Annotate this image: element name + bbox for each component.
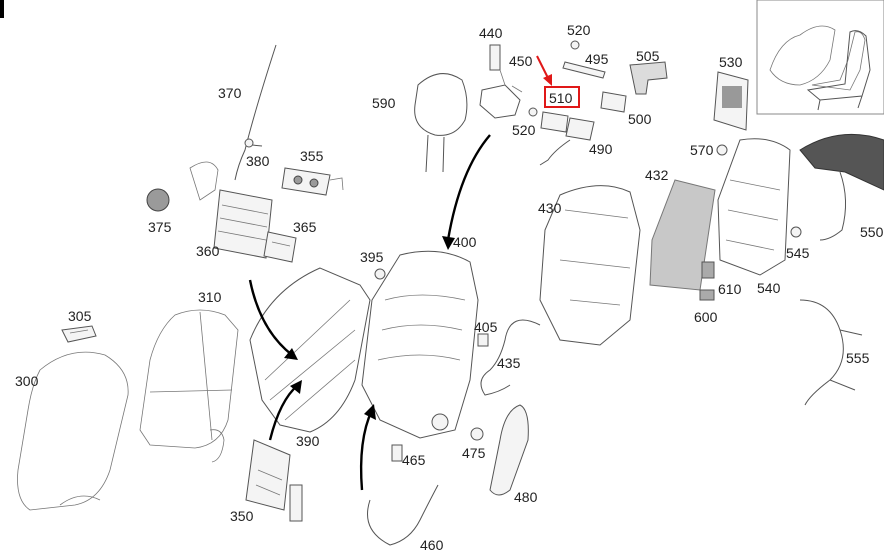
part-530-panel[interactable] <box>713 71 749 131</box>
label-310: 310 <box>198 289 222 305</box>
label-400: 400 <box>453 234 477 250</box>
part-405-connector[interactable] <box>477 333 489 347</box>
part-400-backrest-frame[interactable] <box>361 250 479 439</box>
part-350-seat-pan[interactable] <box>245 439 303 522</box>
label-545: 545 <box>786 245 810 261</box>
part-500-bezel[interactable] <box>600 91 627 113</box>
label-435: 435 <box>497 355 521 371</box>
part-600-connector[interactable] <box>699 289 715 301</box>
part-460-harness[interactable] <box>367 484 439 546</box>
part-520b-screw[interactable] <box>528 107 538 117</box>
label-570: 570 <box>690 142 714 158</box>
label-520-bottom: 520 <box>512 122 536 138</box>
label-300: 300 <box>15 373 39 389</box>
label-495: 495 <box>585 51 609 67</box>
label-365: 365 <box>293 219 317 235</box>
part-465-connector[interactable] <box>391 444 403 462</box>
assembly-arrows <box>248 55 552 491</box>
part-375-knob[interactable] <box>146 188 170 212</box>
label-490: 490 <box>589 141 613 157</box>
part-475-grommet[interactable] <box>470 427 484 441</box>
part-300-cushion-cover[interactable] <box>17 351 129 511</box>
label-380: 380 <box>246 153 270 169</box>
part-360-lumbar-support[interactable] <box>189 161 273 259</box>
label-305: 305 <box>68 308 92 324</box>
highlight-box-510 <box>544 86 580 108</box>
label-590: 590 <box>372 95 396 111</box>
part-435-wiring-harness[interactable] <box>480 319 541 396</box>
label-520-top: 520 <box>567 22 591 38</box>
label-375: 375 <box>148 219 172 235</box>
label-405: 405 <box>474 319 498 335</box>
label-355: 355 <box>300 148 324 164</box>
part-305-clip[interactable] <box>61 325 97 343</box>
part-550-heater-mat[interactable] <box>799 133 884 241</box>
label-395: 395 <box>360 249 384 265</box>
label-430: 430 <box>538 200 562 216</box>
part-430-backrest-shell[interactable] <box>539 185 641 346</box>
part-590-headrest[interactable] <box>414 73 468 173</box>
inset-seat-thumbnail <box>756 0 884 115</box>
label-500: 500 <box>628 111 652 127</box>
part-540-backrest-panel[interactable] <box>717 138 791 276</box>
part-380-screw[interactable] <box>244 138 263 148</box>
label-480: 480 <box>514 489 538 505</box>
label-360: 360 <box>196 243 220 259</box>
corner-mark <box>0 0 4 18</box>
label-510: 510 <box>549 90 573 106</box>
part-440-guide[interactable] <box>489 44 501 71</box>
part-510-switch[interactable] <box>540 111 569 133</box>
part-520a-screw[interactable] <box>570 40 580 50</box>
label-350: 350 <box>230 508 254 524</box>
label-505: 505 <box>636 48 660 64</box>
part-610-connector[interactable] <box>701 261 715 279</box>
label-610: 610 <box>718 281 742 297</box>
part-390-frame[interactable] <box>249 267 371 433</box>
label-450: 450 <box>509 53 533 69</box>
part-355-module[interactable] <box>281 167 344 196</box>
part-505-cover[interactable] <box>629 61 668 95</box>
part-395-bolt[interactable] <box>374 268 386 280</box>
label-432: 432 <box>645 167 669 183</box>
part-432-pad[interactable] <box>649 179 716 291</box>
label-440: 440 <box>479 25 503 41</box>
part-570-clip[interactable] <box>716 144 728 156</box>
label-550: 550 <box>860 224 884 240</box>
part-555-harness[interactable] <box>799 299 863 406</box>
part-495-strip[interactable] <box>562 61 606 79</box>
label-460: 460 <box>420 537 444 553</box>
label-370: 370 <box>218 85 242 101</box>
callout-labels: 300 305 310 350 355 360 365 370 375 380 … <box>15 22 884 553</box>
label-475: 475 <box>462 445 486 461</box>
label-390: 390 <box>296 433 320 449</box>
part-450-bracket[interactable] <box>479 69 523 119</box>
part-365-motor[interactable] <box>263 231 297 263</box>
label-600: 600 <box>694 309 718 325</box>
label-555: 555 <box>846 350 870 366</box>
label-465: 465 <box>402 452 426 468</box>
part-490-switch-unit[interactable] <box>539 117 595 166</box>
part-480-side-panel[interactable] <box>489 404 529 496</box>
label-530: 530 <box>719 54 743 70</box>
part-545-clip[interactable] <box>790 226 802 238</box>
part-310-cushion-pad[interactable] <box>139 309 239 463</box>
label-540: 540 <box>757 280 781 296</box>
